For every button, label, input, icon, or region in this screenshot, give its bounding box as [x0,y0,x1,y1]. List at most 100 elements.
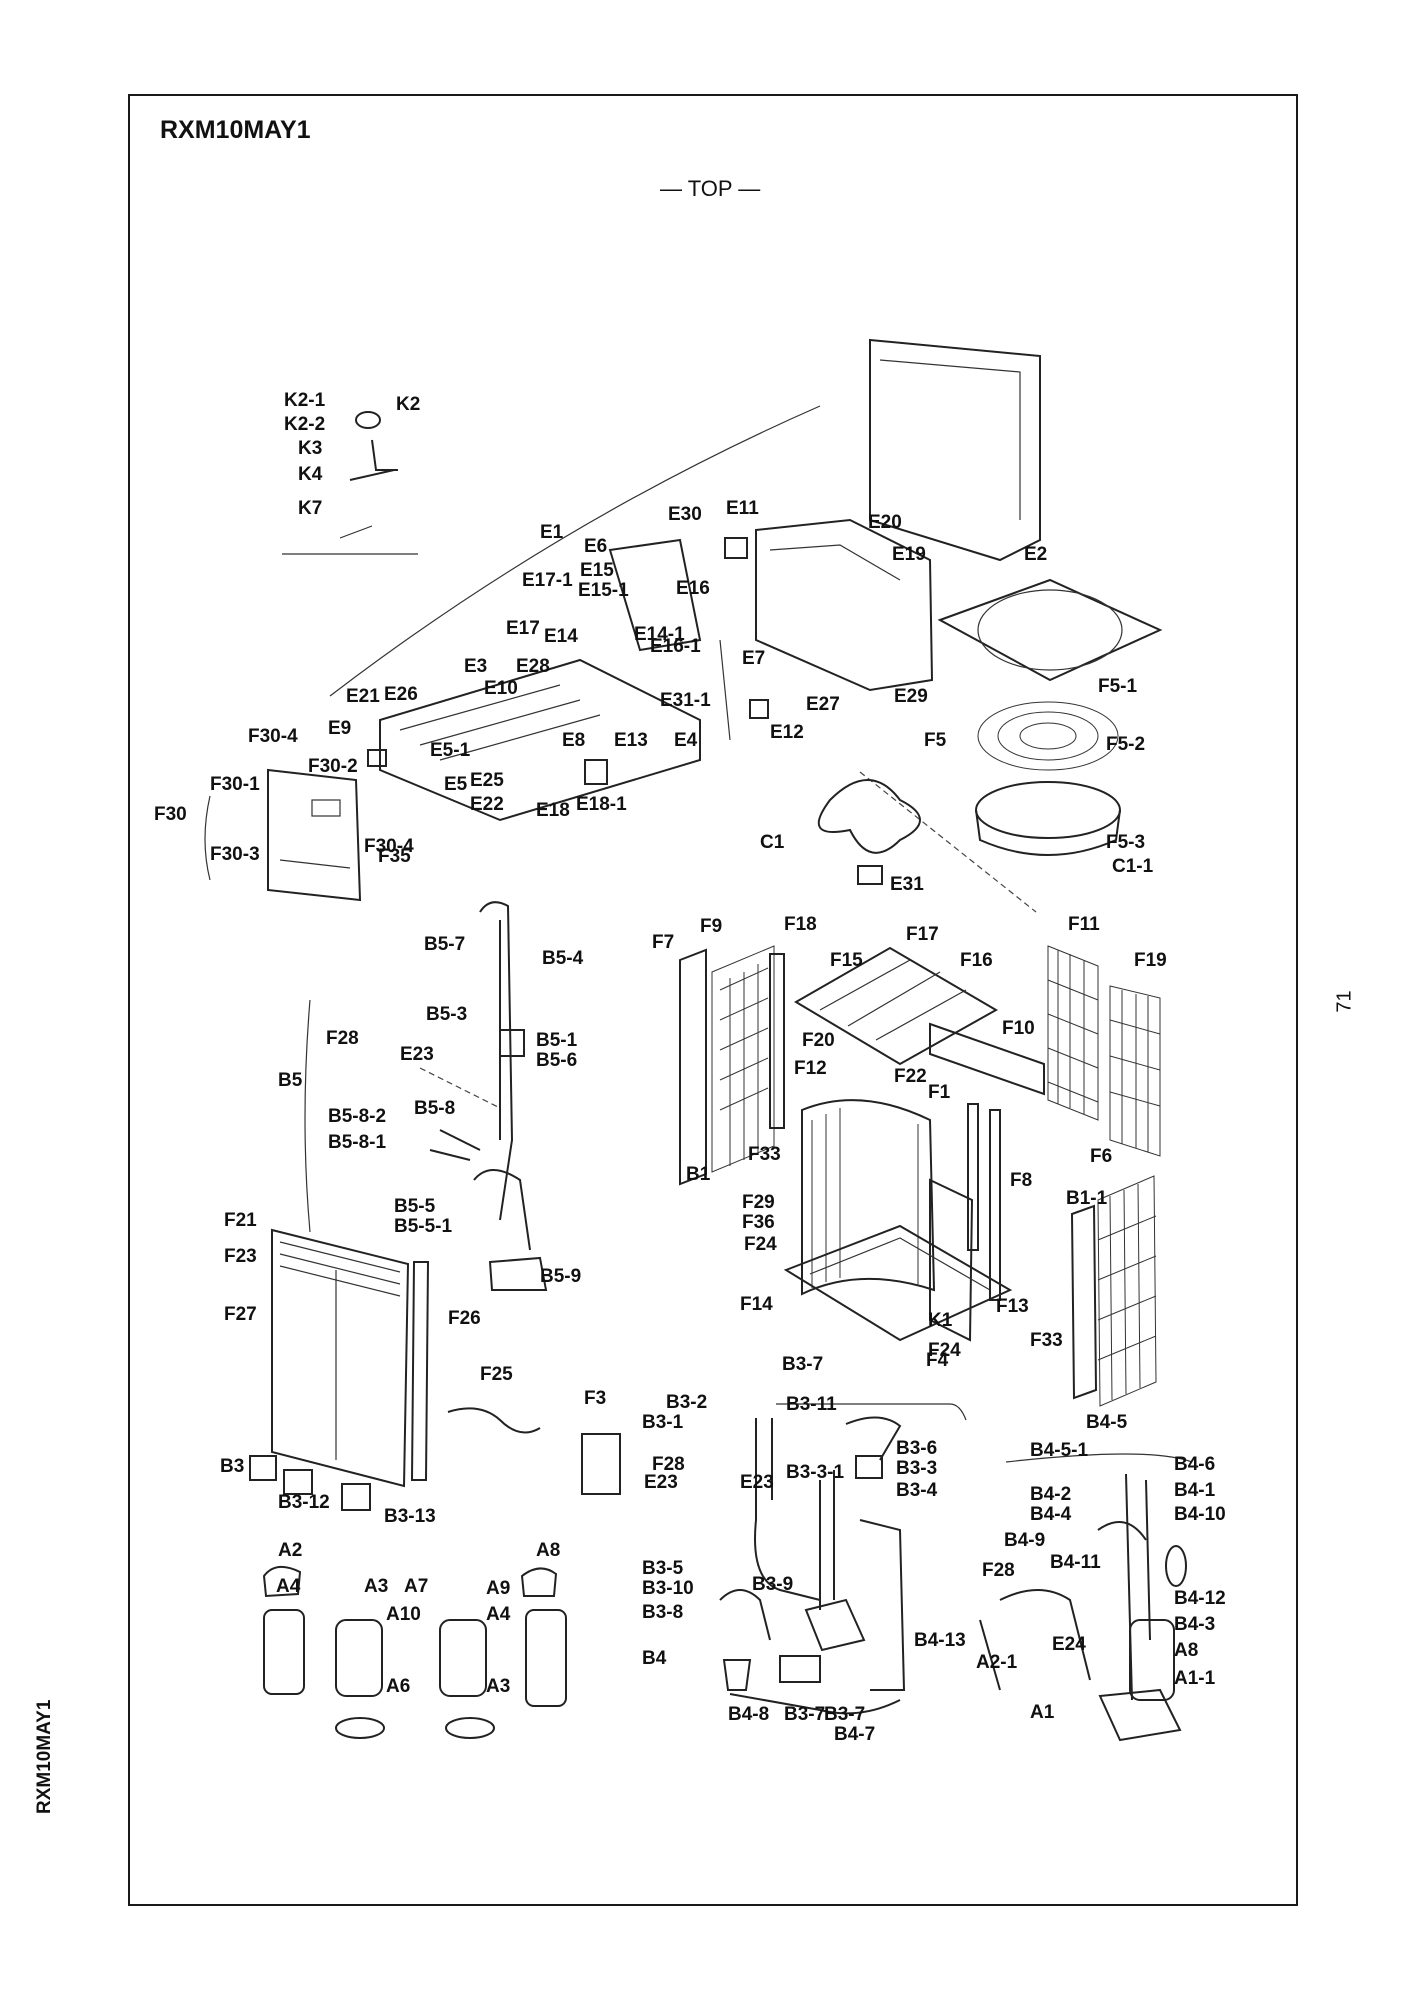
part-label-b3-1: B3-1 [642,1412,684,1433]
part-label-f5-2: F5-2 [1106,734,1145,755]
part-label-e28: E28 [516,656,550,677]
part-label-b5-5-1: B5-5-1 [394,1216,453,1237]
part-label-f30: F30 [154,804,187,825]
part-label-f4: F4 [926,1350,949,1371]
part-label-e5: E5 [444,774,468,795]
part-label-e19: E19 [892,544,926,565]
part-label-f30-1: F30-1 [210,774,260,795]
part-label-f30-2: F30-2 [308,756,358,777]
part-label-k3: K3 [298,438,322,459]
part-label-f33: F33 [748,1144,781,1165]
part-label-f24: F24 [744,1234,777,1255]
part-label-b4-5-1: B4-5-1 [1030,1440,1089,1461]
part-label-f18: F18 [784,914,817,935]
part-label-e14: E14 [544,626,578,647]
part-label-f26: F26 [448,1308,481,1329]
part-label-b5-9: B5-9 [540,1266,581,1287]
part-label-b5-6: B5-6 [536,1050,577,1071]
part-label-e21: E21 [346,686,380,707]
part-label-a6: A6 [386,1676,410,1697]
part-label-e16: E16 [676,578,710,599]
part-label-b4-13: B4-13 [914,1630,966,1651]
part-label-b3-4: B3-4 [896,1480,938,1501]
part-label-e16-1: E16-1 [650,636,701,657]
part-label-k2: K2 [396,394,420,415]
part-label-f14: F14 [740,1294,773,1315]
part-label-f5-3: F5-3 [1106,832,1145,853]
part-label-k2-1: K2-1 [284,390,326,411]
part-label-e4: E4 [674,730,698,751]
part-label-f22: F22 [894,1066,927,1087]
part-label-a7: A7 [404,1576,428,1597]
part-label-b3: B3 [220,1456,244,1477]
part-label-e15-1: E15-1 [578,580,629,601]
part-label-k7: K7 [298,498,322,519]
part-label-e8: E8 [562,730,585,751]
part-label-f9: F9 [700,916,722,937]
part-label-b4-1: B4-1 [1174,1480,1216,1501]
part-label-a4: A4 [276,1576,301,1597]
view-label: — TOP — [660,176,761,201]
part-label-f15: F15 [830,950,863,971]
part-label-e23: E23 [644,1472,678,1493]
part-label-b5-1: B5-1 [536,1030,578,1051]
part-label-f6: F6 [1090,1146,1112,1167]
part-label-c1-1: C1-1 [1112,856,1154,877]
part-label-f20: F20 [802,1030,835,1051]
part-label-f11: F11 [1068,914,1100,935]
part-label-a1-1: A1-1 [1174,1668,1216,1689]
part-label-e9: E9 [328,718,351,739]
part-label-e30: E30 [668,504,702,525]
part-label-b3-7: B3-7 [824,1704,865,1725]
part-label-k1: K1 [928,1310,953,1331]
part-label-e13: E13 [614,730,648,751]
part-label-b3-3-1: B3-3-1 [786,1462,845,1483]
part-label-f19: F19 [1134,950,1167,971]
part-label-b4-6: B4-6 [1174,1454,1215,1475]
part-label-f23: F23 [224,1246,257,1267]
part-label-b5-8: B5-8 [414,1098,455,1119]
part-label-e18: E18 [536,800,570,821]
part-label-f5: F5 [924,730,947,751]
part-label-e31: E31 [890,874,924,895]
part-label-e7: E7 [742,648,765,669]
part-label-e5-1: E5-1 [430,740,471,761]
part-label-b3-8: B3-8 [642,1602,683,1623]
part-label-b3-10: B3-10 [642,1578,694,1599]
part-label-b4-7: B4-7 [834,1724,875,1745]
part-label-f30-4: F30-4 [364,836,414,857]
part-label-e11: E11 [726,498,759,519]
part-label-b5-4: B5-4 [542,948,584,969]
part-label-e18-1: E18-1 [576,794,627,815]
part-label-a3: A3 [364,1576,388,1597]
part-label-f12: F12 [794,1058,827,1079]
part-label-b3-7: B3-7 [782,1354,823,1375]
part-label-b3-3: B3-3 [896,1458,937,1479]
part-label-a2-1: A2-1 [976,1652,1018,1673]
part-label-f21: F21 [224,1210,257,1231]
part-label-b3-5: B3-5 [642,1558,684,1579]
part-label-b4-5: B4-5 [1086,1412,1128,1433]
part-label-b4-8: B4-8 [728,1704,769,1725]
part-label-f5-1: F5-1 [1098,676,1138,697]
part-label-b5-5: B5-5 [394,1196,436,1217]
part-label-b5-7: B5-7 [424,934,465,955]
part-label-k4: K4 [298,464,323,485]
part-label-f24: F24 [928,1340,961,1361]
part-label-a3: A3 [486,1676,510,1697]
part-label-f28: F28 [982,1560,1015,1581]
part-label-e6: E6 [584,536,607,557]
part-label-b3-13: B3-13 [384,1506,436,1527]
part-label-a8: A8 [536,1540,560,1561]
part-label-e17-1: E17-1 [522,570,573,591]
part-label-e29: E29 [894,686,928,707]
part-label-a8: A8 [1174,1640,1198,1661]
part-label-a4: A4 [486,1604,511,1625]
part-label-e25: E25 [470,770,504,791]
part-label-f13: F13 [996,1296,1029,1317]
part-label-e2: E2 [1024,544,1047,565]
part-label-e20: E20 [868,512,902,533]
part-label-e31-1: E31-1 [660,690,711,711]
part-label-f33: F33 [1030,1330,1063,1351]
